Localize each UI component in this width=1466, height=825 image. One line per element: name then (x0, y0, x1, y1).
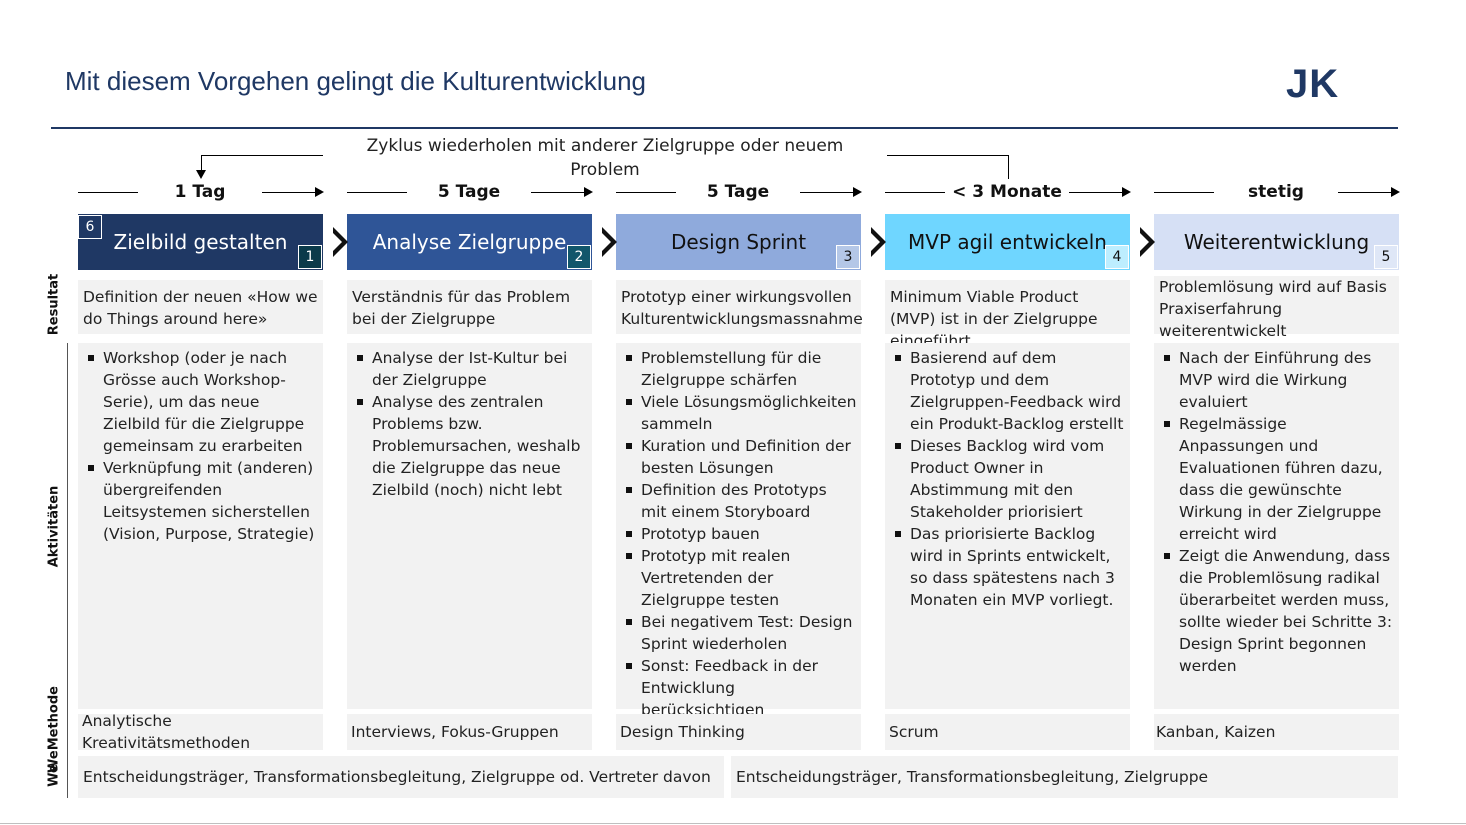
activities-cell: Problemstellung für die Zielgruppe schär… (616, 343, 861, 719)
activity-item: Prototyp bauen (620, 523, 857, 545)
activity-item: Prototyp mit realen Vertretenden der Zie… (620, 545, 857, 611)
logo: JK (1286, 62, 1340, 106)
activity-item: Bei negativem Test: Design Sprint wieder… (620, 611, 857, 655)
activities-list: Problemstellung für die Zielgruppe schär… (620, 347, 857, 721)
participants-cell: Entscheidungsträger, Transformationsbegl… (78, 756, 724, 798)
activity-item: Nach der Einführung des MVP wird die Wir… (1158, 347, 1395, 413)
duration-line-right (1069, 192, 1123, 193)
activity-item: Analyse der Ist-Kultur bei der Zielgrupp… (351, 347, 588, 391)
activities-list: Analyse der Ist-Kultur bei der Zielgrupp… (351, 347, 588, 501)
step-number-badge: 1 (298, 245, 322, 269)
step-title: Zielbild gestalten (113, 230, 288, 254)
duration-arrow-head (853, 187, 862, 197)
result-cell: Minimum Viable Product (MVP) ist in der … (885, 280, 1130, 350)
cycle-arrow-head (196, 170, 206, 179)
activity-item: Regelmässige Anpassungen und Evaluatione… (1158, 413, 1395, 545)
duration-label: < 3 Monate (952, 182, 1062, 202)
duration-label: 1 Tag (174, 182, 226, 202)
duration-arrow-head (315, 187, 324, 197)
step-number-badge: 2 (567, 245, 591, 269)
chevron-notch (865, 227, 880, 257)
duration-line-right (800, 192, 854, 193)
activities-list: Workshop (oder je nach Grösse auch Works… (82, 347, 319, 545)
page-title: Mit diesem Vorgehen gelingt die Kulturen… (65, 66, 647, 96)
activity-item: Basierend auf dem Prototyp und dem Zielg… (889, 347, 1126, 435)
cycle-note: Zyklus wiederholen mit anderer Zielgrupp… (366, 136, 844, 180)
step-title: Analyse Zielgruppe (372, 230, 567, 254)
step-header-3: Design Sprint 3 (616, 214, 861, 270)
cycle-arrow-line-left (201, 155, 323, 156)
row-label-activities: Aktivitäten (46, 485, 62, 568)
activity-item: Viele Lösungsmöglichkeiten sammeln (620, 391, 857, 435)
participants-cell: Entscheidungsträger, Transformationsbegl… (731, 756, 1398, 798)
chevron-notch (1134, 227, 1149, 257)
duration-line-right (531, 192, 585, 193)
activities-cell: Basierend auf dem Prototyp und dem Zielg… (885, 343, 1130, 709)
method-cell: Design Thinking (616, 714, 861, 750)
title-divider (51, 127, 1398, 129)
activities-cell: Nach der Einführung des MVP wird die Wir… (1154, 343, 1399, 709)
footer-divider (0, 823, 1466, 824)
step-number-badge: 3 (836, 245, 860, 269)
activity-item: Definition des Prototyps mit einem Story… (620, 479, 857, 523)
duration-arrow-head (1391, 187, 1400, 197)
chevron-notch (596, 227, 611, 257)
duration-arrow-head (584, 187, 593, 197)
result-cell: Problemlösung wird auf Basis Praxiserfah… (1154, 276, 1399, 340)
activity-item: Analyse des zentralen Problems bzw. Prob… (351, 391, 588, 501)
duration-label: 5 Tage (706, 182, 770, 202)
activities-cell: Workshop (oder je nach Grösse auch Works… (78, 343, 323, 709)
cycle-arrow-line-right (887, 155, 1009, 156)
activity-item: Das priorisierte Backlog wird in Sprints… (889, 523, 1126, 611)
result-cell: Definition der neuen «How we do Things a… (78, 280, 323, 334)
activity-item: Sonst: Feedback in der Entwicklung berüc… (620, 655, 857, 721)
step-number-badge: 4 (1105, 245, 1129, 269)
cycle-arrow-rise (1008, 155, 1009, 179)
duration-line-left (78, 192, 138, 193)
duration-line-right (262, 192, 316, 193)
method-cell: Interviews, Fokus-Gruppen (347, 714, 592, 750)
step-number-badge: 5 (1374, 245, 1398, 269)
row-label-divider (67, 343, 68, 798)
step-title: Weiterentwicklung (1183, 230, 1370, 254)
step-header-2: Analyse Zielgruppe 2 (347, 214, 592, 270)
method-cell: Analytische Kreativitätsmethoden (78, 712, 323, 752)
activity-item: Dieses Backlog wird vom Product Owner in… (889, 435, 1126, 523)
duration-label: 5 Tage (437, 182, 501, 202)
activity-item: Kuration und Definition der besten Lösun… (620, 435, 857, 479)
cycle-number-badge: 6 (78, 215, 102, 239)
duration-label: stetig (1248, 182, 1304, 202)
method-cell: Scrum (885, 714, 1130, 750)
duration-line-left (616, 192, 676, 193)
activities-list: Basierend auf dem Prototyp und dem Zielg… (889, 347, 1126, 611)
duration-line-left (1154, 192, 1214, 193)
step-title: MVP agil entwickeln (908, 230, 1107, 254)
activities-cell: Analyse der Ist-Kultur bei der Zielgrupp… (347, 343, 592, 709)
step-header-4: MVP agil entwickeln 4 (885, 214, 1130, 270)
duration-line-left (347, 192, 407, 193)
activity-item: Verknüpfung mit (anderen) übergreifenden… (82, 457, 319, 545)
duration-line-left (885, 192, 945, 193)
activities-list: Nach der Einführung des MVP wird die Wir… (1158, 347, 1395, 677)
activity-item: Workshop (oder je nach Grösse auch Works… (82, 347, 319, 457)
row-label-result: Resultat (46, 273, 62, 336)
step-header-1: Zielbild gestalten 6 1 (78, 214, 323, 270)
duration-arrow-head (1122, 187, 1131, 197)
method-cell: Kanban, Kaizen (1154, 714, 1399, 750)
activity-item: Zeigt die Anwendung, dass die Problemlös… (1158, 545, 1395, 677)
duration-line-right (1338, 192, 1392, 193)
result-cell: Prototyp einer wirkungsvollen Kulturentw… (616, 280, 863, 334)
result-cell: Verständnis für das Problem bei der Ziel… (347, 280, 592, 334)
step-title: Design Sprint (670, 230, 807, 254)
step-header-5: Weiterentwicklung 5 (1154, 214, 1399, 270)
row-label-participants: We (46, 764, 62, 787)
chevron-notch (327, 227, 342, 257)
cycle-arrow-drop (201, 155, 202, 171)
activity-item: Problemstellung für die Zielgruppe schär… (620, 347, 857, 391)
